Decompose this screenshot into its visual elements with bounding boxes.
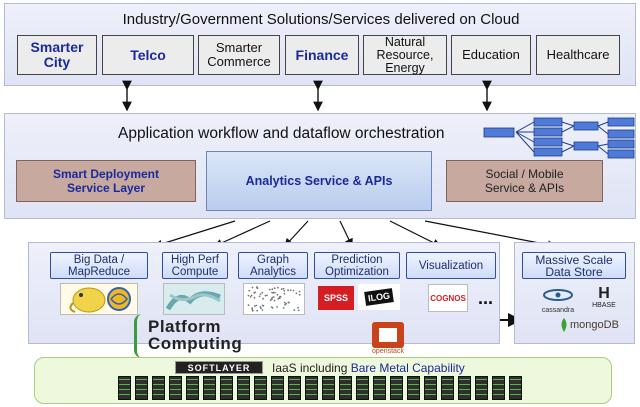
server-icon [305,376,318,400]
server-icon [169,376,182,400]
server-icon [135,376,148,400]
bare-metal-highlight: Bare Metal Capability [350,361,465,375]
solution-finance: Finance [285,35,359,75]
graph-analytics-visual [243,283,305,315]
server-icon [475,376,488,400]
workflow-graph-icon [483,117,635,159]
iaas-caption: IaaS including Bare Metal Capability [272,361,465,375]
platform-computing-logo: Platform Computing [148,318,242,352]
mongodb-label: mongoDB [570,319,619,331]
cognos-logo: COGNOS [428,284,468,312]
platform-computing-brace [134,314,146,358]
solution-education: Education [451,35,531,75]
server-icon [356,376,369,400]
server-icon [339,376,352,400]
server-icon [407,376,420,400]
service-big-data-mapreduce: Big Data / MapReduce [50,252,148,279]
solution-smarter-commerce: Smarter Commerce [198,35,280,75]
service-prediction-optimization: Prediction Optimization [314,252,400,279]
server-icon [424,376,437,400]
cognos-label: COGNOS [430,293,466,303]
hadoop-logo [60,283,138,315]
server-icon [288,376,301,400]
analytics-label: Analytics Service & APIs [245,174,393,188]
ilog-label: ILOG [364,288,394,306]
service-high-perf-compute: High Perf Compute [162,252,228,279]
server-icon [373,376,386,400]
social-mobile-service-apis: Social / Mobile Service & APIs [446,160,603,202]
service-graph-analytics: Graph Analytics [238,252,308,279]
server-icon [271,376,284,400]
analytics-service-apis: Analytics Service & APIs [206,151,432,211]
service-visualization: Visualization [406,252,496,279]
hbase-label: HBASE [592,302,616,309]
server-icon [492,376,505,400]
hpc-visual [163,283,225,315]
social-mobile-label: Social / Mobile Service & APIs [484,167,565,195]
mongodb-logo: mongoDB [560,316,630,334]
more-ellipsis: ... [478,288,494,308]
platform-label: Platform [148,317,221,336]
server-icon [152,376,165,400]
softlayer-logo: SOFTLAYER [175,361,263,374]
server-icon [186,376,199,400]
computing-label: Computing [148,334,243,353]
iaas-prefix: IaaS including [272,361,348,375]
server-icon [254,376,267,400]
openstack-label: openstack [372,348,404,355]
smart-deployment-label: Smart Deployment Service Layer [52,167,160,195]
hbase-logo: H HBASE [584,286,624,312]
server-icon [458,376,471,400]
smart-deployment-service-layer: Smart Deployment Service Layer [16,160,196,202]
orchestration-title: Application workflow and dataflow orches… [118,125,445,142]
solution-healthcare: Healthcare [536,35,620,75]
massive-scale-data-store: Massive Scale Data Store [522,252,626,279]
cassandra-label: cassandra [541,307,575,314]
server-icon [390,376,403,400]
ilog-logo: ILOG [358,284,400,310]
solution-smarter-city: Smarter City [17,35,97,75]
server-icon [118,376,131,400]
server-icon [237,376,250,400]
cassandra-logo: cassandra [536,288,580,314]
solution-natural-resource-energy: Natural Resource, Energy [363,35,447,75]
spss-label: SPSS [323,293,348,303]
server-icon [203,376,216,400]
softlayer-label: SOFTLAYER [187,362,251,373]
server-icon [509,376,522,400]
server-icon [220,376,233,400]
spss-logo: SPSS [318,286,354,310]
solution-telco: Telco [102,35,194,75]
openstack-logo: openstack [368,322,408,358]
server-icon [322,376,335,400]
server-icon [441,376,454,400]
solutions-title: Industry/Government Solutions/Services d… [122,11,520,28]
server-rack-row [118,376,528,402]
